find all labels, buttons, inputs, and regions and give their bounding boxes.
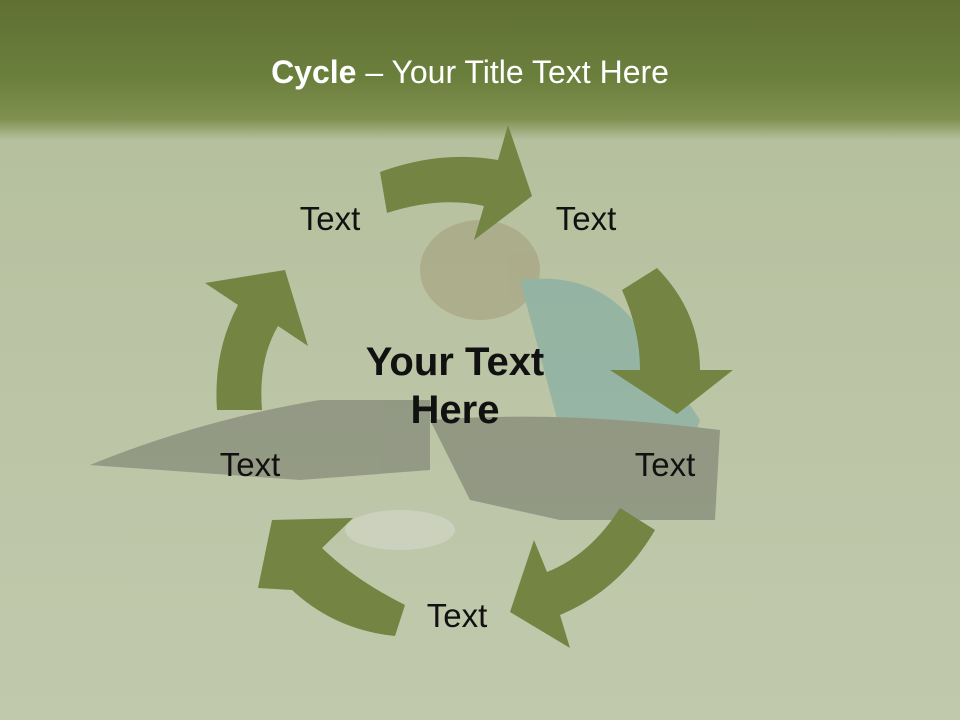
cycle-node-3: Text (634, 446, 696, 483)
title-bold: Cycle (271, 54, 357, 90)
cycle-arrow-2 (610, 268, 733, 414)
cycle-node-2: Text (555, 200, 617, 237)
cycle-arrow-1 (380, 125, 532, 240)
cycle-arrow-3 (510, 508, 655, 648)
cycle-arrow-4 (258, 518, 405, 636)
center-text: Your Text Here (365, 340, 545, 432)
cycle-arrow-5 (205, 270, 308, 410)
slide-title: Cycle – Your Title Text Here (0, 54, 940, 91)
cycle-node-5: Text (219, 446, 281, 483)
cycle-node-1: Text (299, 200, 361, 237)
title-rest: – Your Title Text Here (356, 54, 669, 90)
cycle-node-4: Text (426, 597, 488, 634)
title-bar (0, 0, 960, 140)
